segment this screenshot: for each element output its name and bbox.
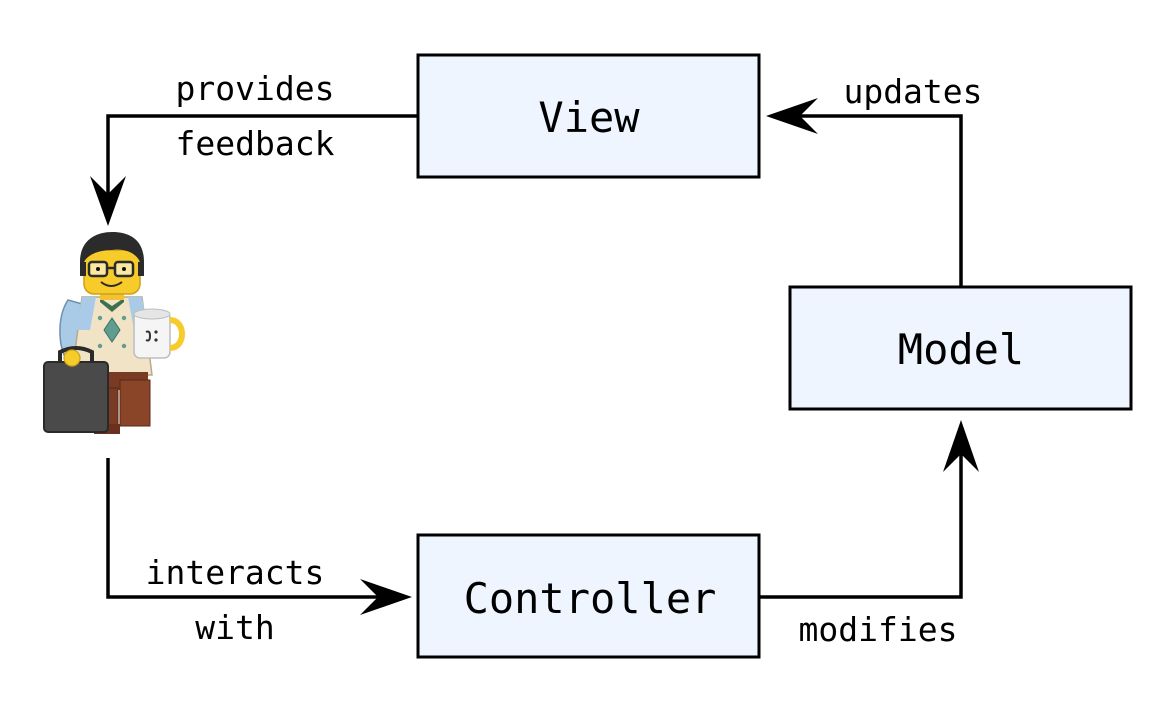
with-label: with <box>195 608 274 647</box>
controller-node: Controller <box>416 533 761 659</box>
model-label: Model <box>898 325 1024 374</box>
feedback-label: feedback <box>176 124 335 163</box>
connector-user-to-controller <box>106 458 412 615</box>
provides-label: provides <box>176 69 335 108</box>
interacts-label: interacts <box>146 553 325 592</box>
controller-label: Controller <box>464 574 717 623</box>
connector-view-to-user <box>90 114 418 226</box>
modifies-label: modifies <box>799 610 958 649</box>
model-node: Model <box>788 285 1133 411</box>
connector-controller-to-model <box>760 420 979 599</box>
updates-label: updates <box>843 72 982 111</box>
lego-programmer-figure-icon <box>43 232 185 434</box>
view-node: View <box>416 53 761 179</box>
connector-model-to-view <box>766 98 963 288</box>
view-label: View <box>538 93 640 142</box>
